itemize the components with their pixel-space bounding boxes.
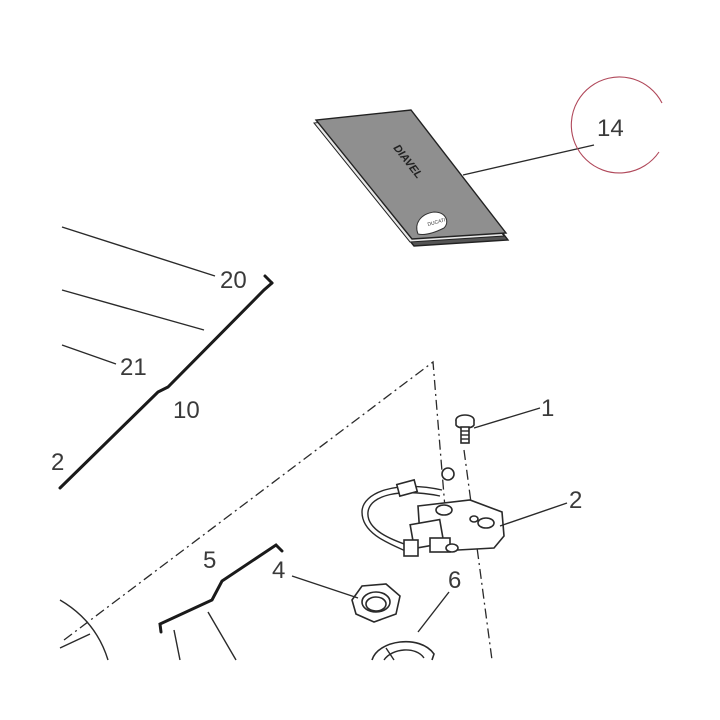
- hex-nut-part-4: [351, 583, 401, 623]
- callout-edge: 2: [51, 449, 64, 476]
- plate-edge-outline: [158, 543, 284, 634]
- sensor-bracket-part-2: [361, 467, 505, 557]
- callout-2: 2: [569, 487, 582, 514]
- leader-line-6: [417, 591, 450, 633]
- leader-line-21: [61, 344, 117, 365]
- panel-line: [61, 289, 205, 331]
- leader-line-14: [462, 144, 595, 176]
- manual-cover: [314, 109, 508, 240]
- callout-20: 20: [220, 267, 247, 294]
- leader-line-4: [291, 575, 359, 599]
- callout-14: 14: [597, 115, 624, 142]
- callout-1: 1: [541, 395, 554, 422]
- panel-edge-outline: [58, 281, 274, 490]
- leader-line-20: [61, 226, 216, 277]
- cylinder-fragment: [59, 599, 109, 661]
- leader-line-1: [473, 407, 541, 429]
- callout-21: 21: [120, 354, 147, 381]
- callout-4: 4: [272, 557, 285, 584]
- ducati-logo-text: DUCATI: [427, 217, 446, 228]
- highlight-circle-14: [570, 76, 663, 174]
- ducati-logo-shield: DUCATI: [416, 211, 448, 235]
- callout-5: 5: [203, 547, 216, 574]
- callout-6: 6: [448, 567, 461, 594]
- left-panel-assembly: [58, 226, 274, 490]
- plate-part-5: [158, 543, 284, 661]
- assembly-centre-lines: [63, 360, 493, 661]
- bolt-part-1: [455, 414, 475, 444]
- callout-10: 10: [173, 397, 200, 424]
- leader-line-2: [499, 502, 568, 527]
- washer-part-6: [371, 640, 435, 661]
- owners-manual-booklet: DIAVEL DUCATI: [313, 109, 510, 247]
